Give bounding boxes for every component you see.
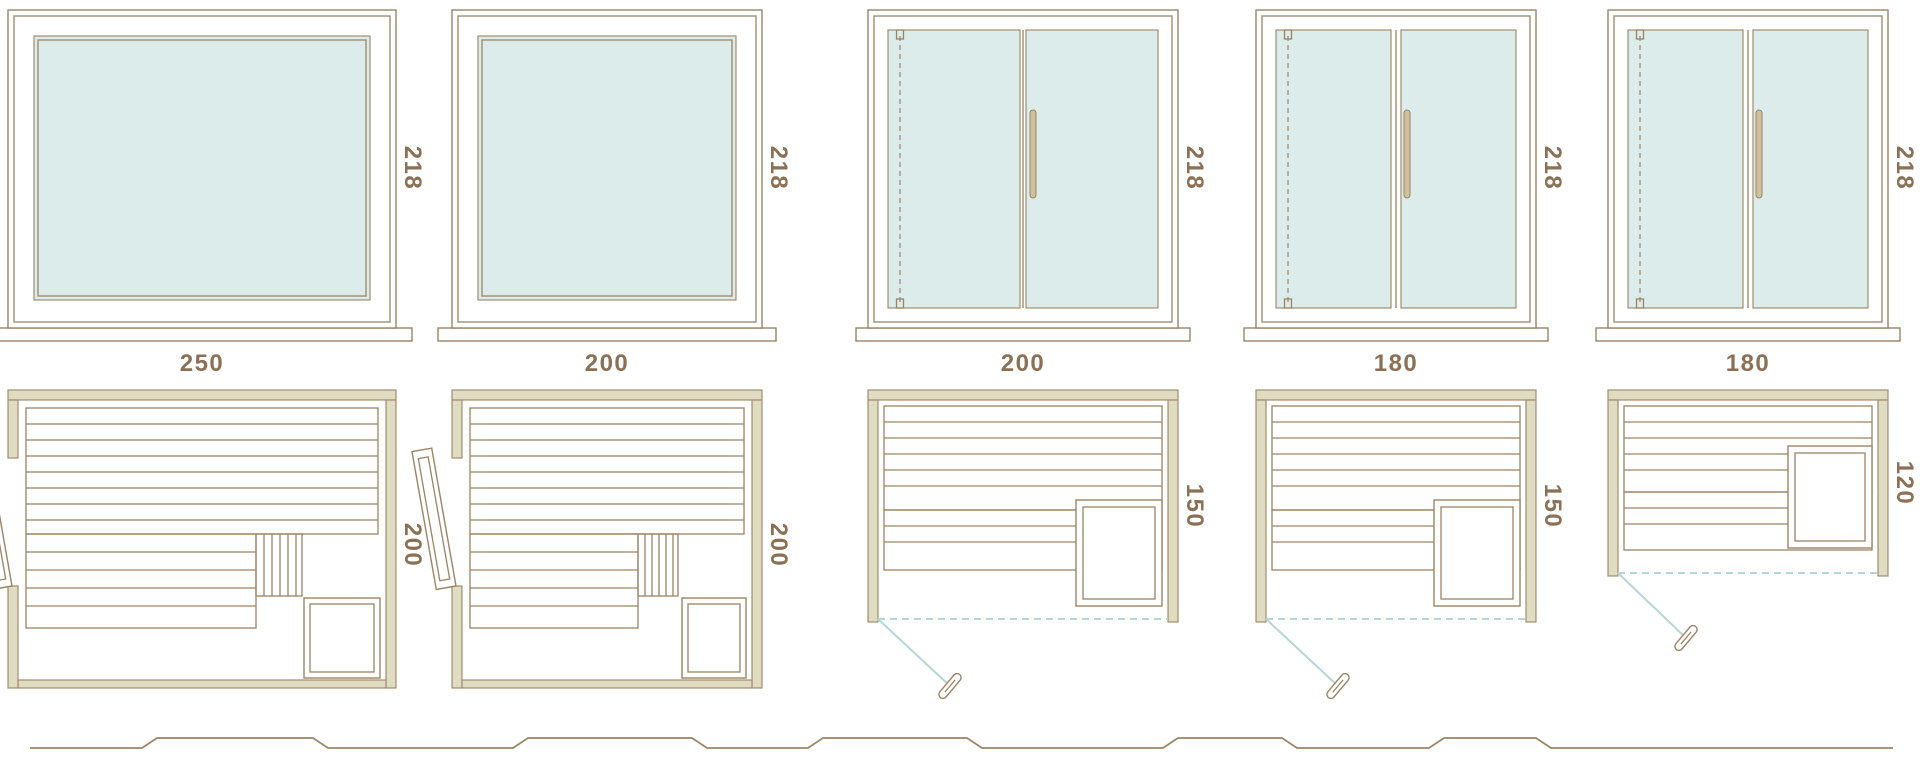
width-dim-label: 180 xyxy=(1725,350,1771,377)
plan-wall-bottom xyxy=(461,679,753,689)
glass-panel xyxy=(477,35,737,301)
lower-bench xyxy=(25,533,257,629)
upper-bench xyxy=(25,407,379,535)
plan-wall-left xyxy=(451,399,463,459)
heater xyxy=(1433,499,1521,607)
door-handle-glyph xyxy=(1326,672,1350,700)
door-leaf xyxy=(0,447,13,591)
width-dim-label: 200 xyxy=(1000,350,1046,377)
window-sill xyxy=(0,327,413,342)
glass-door-right xyxy=(1400,29,1517,309)
plan-drawing xyxy=(0,389,397,689)
glass-door-left xyxy=(887,29,1021,309)
door-swing-line xyxy=(1617,572,1687,639)
upper-bench xyxy=(1271,405,1521,511)
door-handle xyxy=(1403,109,1411,199)
upper-bench xyxy=(469,407,745,535)
depth-dim-label: 150 xyxy=(1539,483,1566,529)
heater xyxy=(1787,445,1873,549)
window-sill xyxy=(437,327,777,342)
hinge-mark-top xyxy=(1635,29,1645,40)
plan-wall-right xyxy=(1167,399,1179,623)
plan-drawing xyxy=(411,389,763,689)
height-dim-label: 218 xyxy=(1181,145,1208,191)
heater xyxy=(303,597,381,679)
elevation-drawing xyxy=(1595,9,1901,342)
plan-wall-top xyxy=(7,389,397,401)
plan-drawing xyxy=(867,389,1179,700)
plan-wall-top xyxy=(1607,389,1889,401)
door-handle-glyph xyxy=(938,672,962,700)
heater xyxy=(681,597,747,679)
door-sill xyxy=(1595,327,1901,342)
width-dim-label: 180 xyxy=(1373,350,1419,377)
door-swing-line xyxy=(1265,618,1339,687)
height-dim-label: 218 xyxy=(1539,145,1566,191)
elevation-drawing xyxy=(1243,9,1549,342)
plan-wall-left xyxy=(7,399,19,459)
width-dim-label: 200 xyxy=(584,350,630,377)
door-sill xyxy=(1243,327,1549,342)
hinge-mark-top xyxy=(1283,29,1293,40)
elevation-drawing xyxy=(437,9,777,342)
backrest-slats xyxy=(637,533,679,597)
upper-bench xyxy=(883,405,1163,511)
door-handle xyxy=(1755,109,1763,199)
glass-panel xyxy=(33,35,371,301)
plan-wall-right xyxy=(1525,399,1537,623)
door-handle-glyph xyxy=(1674,624,1698,652)
plan-wall-top xyxy=(867,389,1179,401)
glass-door-left xyxy=(1275,29,1392,309)
door-swing-line xyxy=(877,618,951,687)
glass-door-right xyxy=(1752,29,1869,309)
height-dim-label: 218 xyxy=(399,145,426,191)
depth-dim-label: 120 xyxy=(1891,460,1918,506)
door-leaf xyxy=(411,447,457,591)
plan-wall-top xyxy=(1255,389,1537,401)
height-dim-label: 218 xyxy=(1891,145,1918,191)
hinge-mark-bottom xyxy=(895,298,905,309)
backrest-slats xyxy=(255,533,303,597)
hinge-mark-bottom xyxy=(1283,298,1293,309)
plan-wall-bottom xyxy=(17,679,387,689)
heater xyxy=(1075,499,1163,607)
depth-dim-label: 200 xyxy=(765,522,792,568)
plan-drawing xyxy=(1607,389,1889,652)
door-handle xyxy=(1029,109,1037,199)
ground-path xyxy=(30,737,1893,749)
plan-wall-right xyxy=(1877,399,1889,577)
glass-door-left xyxy=(1627,29,1744,309)
plan-wall-top xyxy=(451,389,763,401)
plan-wall-left xyxy=(867,399,879,623)
door-sill xyxy=(855,327,1191,342)
lower-bench xyxy=(469,533,639,629)
ground-line xyxy=(30,737,1893,749)
plan-drawing xyxy=(1255,389,1537,700)
plan-wall-right xyxy=(751,399,763,689)
plan-wall-left xyxy=(1607,399,1619,577)
hinge-mark-top xyxy=(895,29,905,40)
width-dim-label: 250 xyxy=(179,350,225,377)
plan-wall-left xyxy=(1255,399,1267,623)
elevation-drawing xyxy=(855,9,1191,342)
elevation-drawing xyxy=(0,9,413,342)
hinge-mark-bottom xyxy=(1635,298,1645,309)
glass-door-right xyxy=(1025,29,1159,309)
plan-wall-right xyxy=(385,399,397,689)
depth-dim-label: 150 xyxy=(1181,483,1208,529)
height-dim-label: 218 xyxy=(765,145,792,191)
